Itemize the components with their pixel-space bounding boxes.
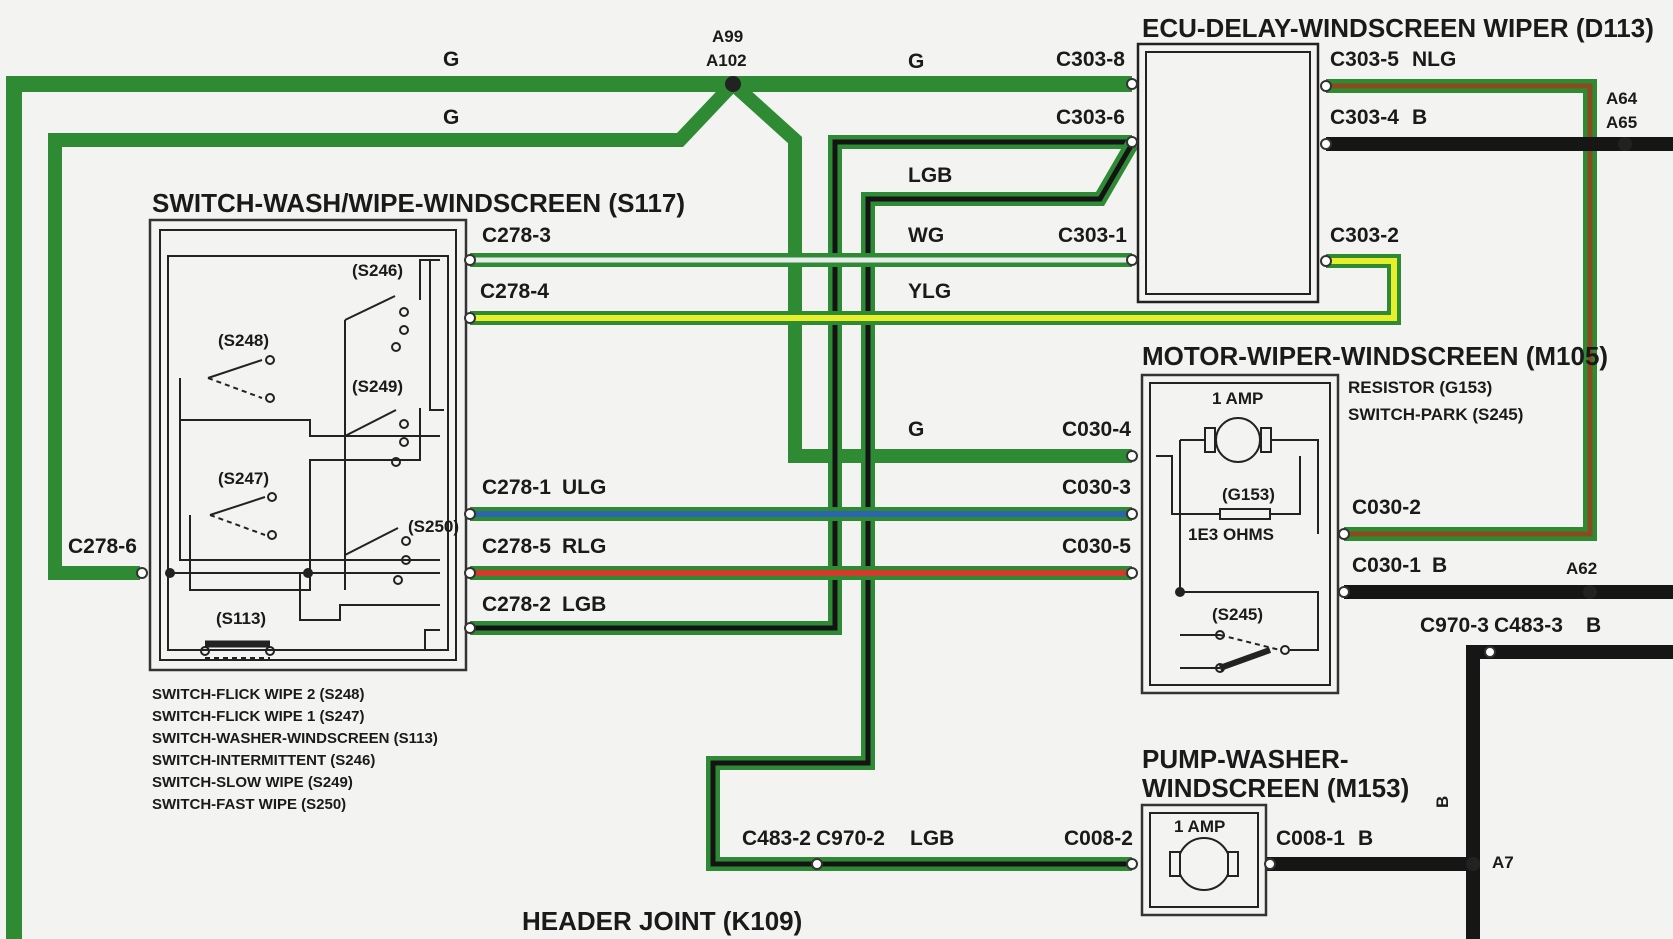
conn-c008-1: C008-1 bbox=[1276, 827, 1345, 850]
splice-a7: A7 bbox=[1492, 853, 1514, 872]
conn-c030-1: C030-1 bbox=[1352, 554, 1421, 577]
conn-c030-5: C030-5 bbox=[1062, 535, 1131, 558]
wire-code-ulg: ULG bbox=[562, 476, 606, 499]
conn-c278-6: C278-6 bbox=[68, 535, 137, 558]
motor-rating: 1 AMP bbox=[1212, 389, 1263, 408]
header-title: HEADER JOINT (K109) bbox=[522, 906, 802, 936]
wire-nlg bbox=[1326, 79, 1597, 541]
conn-c303-1: C303-1 bbox=[1058, 224, 1127, 247]
switch-internals bbox=[170, 259, 444, 659]
label-s249: (S249) bbox=[352, 377, 403, 396]
pump-title-2: WINDSCREEN (M153) bbox=[1142, 773, 1409, 803]
splice-dots bbox=[725, 76, 1632, 871]
conn-c278-4: C278-4 bbox=[480, 280, 549, 303]
ecu-box bbox=[1136, 42, 1320, 304]
wire-code-lgb-ecu: LGB bbox=[908, 164, 952, 187]
wire-code-rlg: RLG bbox=[562, 535, 606, 558]
wire-code-g-1: G bbox=[443, 48, 459, 71]
splice-a65: A65 bbox=[1606, 113, 1637, 132]
wire-nlg-core bbox=[1326, 83, 1593, 537]
wire-code-b-2: B bbox=[1432, 554, 1447, 577]
wire-code-b-vertical: B bbox=[1433, 796, 1452, 808]
wire-code-lgb-switch: LGB bbox=[562, 593, 606, 616]
wire-ylg-core bbox=[470, 258, 1397, 321]
legend-item: SWITCH-SLOW WIPE (S249) bbox=[152, 774, 353, 791]
conn-c030-4: C030-4 bbox=[1062, 418, 1131, 441]
wire-code-wg: WG bbox=[908, 224, 944, 247]
motor-title: MOTOR-WIPER-WINDSCREEN (M105) bbox=[1142, 341, 1608, 371]
wire-code-b-3: B bbox=[1586, 614, 1601, 637]
wire-code-g-2: G bbox=[443, 106, 459, 129]
motor-sub-resistor: RESISTOR (G153) bbox=[1348, 378, 1492, 397]
label-s248: (S248) bbox=[218, 331, 269, 350]
wire-g-motor bbox=[728, 78, 1132, 463]
wire-b-c970-3 bbox=[1466, 645, 1673, 939]
pump-title-1: PUMP-WASHER- bbox=[1142, 744, 1349, 774]
conn-c970-3: C970-3 bbox=[1420, 614, 1489, 637]
wire-code-lgb-pump: LGB bbox=[910, 827, 954, 850]
conn-c030-2: C030-2 bbox=[1352, 496, 1421, 519]
wash-wipe-switch bbox=[148, 218, 468, 672]
label-s247: (S247) bbox=[218, 469, 269, 488]
label-s113: (S113) bbox=[216, 609, 266, 628]
washer-pump bbox=[1140, 803, 1268, 917]
wire-lgb-pump bbox=[706, 140, 1139, 871]
wire-g-main bbox=[6, 76, 1132, 939]
conn-c303-2: C303-2 bbox=[1330, 224, 1399, 247]
wire-g-second bbox=[48, 79, 739, 580]
conn-c303-8: C303-8 bbox=[1056, 48, 1125, 71]
conn-c483-3: C483-3 bbox=[1494, 614, 1563, 637]
conn-c278-2: C278-2 bbox=[482, 593, 551, 616]
splice-a99: A99 bbox=[712, 27, 743, 46]
legend-item: SWITCH-FAST WIPE (S250) bbox=[152, 796, 346, 813]
wire-code-g-3: G bbox=[908, 50, 924, 73]
conn-c970-2: C970-2 bbox=[816, 827, 885, 850]
legend-item: SWITCH-FLICK WIPE 2 (S248) bbox=[152, 686, 365, 703]
ecu-title: ECU-DELAY-WINDSCREEN WIPER (D113) bbox=[1142, 13, 1654, 43]
ecu-delay-module bbox=[1136, 42, 1320, 304]
conn-c303-5: C303-5 bbox=[1330, 48, 1399, 71]
terminals bbox=[136, 78, 1496, 870]
legend-item: SWITCH-FLICK WIPE 1 (S247) bbox=[152, 708, 365, 725]
conn-c278-3: C278-3 bbox=[482, 224, 551, 247]
legend-item: SWITCH-WASHER-WINDSCREEN (S113) bbox=[152, 730, 438, 747]
conn-c303-4: C303-4 bbox=[1330, 106, 1399, 129]
motor-sub-park: SWITCH-PARK (S245) bbox=[1348, 405, 1523, 424]
ohms-label: 1E3 OHMS bbox=[1188, 525, 1274, 544]
wire-code-g-4: G bbox=[908, 418, 924, 441]
label-s246: (S246) bbox=[352, 261, 403, 280]
conn-c030-3: C030-3 bbox=[1062, 476, 1131, 499]
pump-rating: 1 AMP bbox=[1174, 817, 1225, 836]
wire-lgb-pump-core bbox=[710, 142, 1135, 867]
conn-c278-1: C278-1 bbox=[482, 476, 551, 499]
label-s250: (S250) bbox=[408, 517, 459, 536]
switch-outer-box bbox=[148, 218, 468, 672]
splice-a64: A64 bbox=[1606, 89, 1638, 108]
wires bbox=[6, 76, 1673, 939]
park-switch-label: (S245) bbox=[1212, 605, 1263, 624]
labels: ECU-DELAY-WINDSCREEN WIPER (D113) SWITCH… bbox=[68, 13, 1654, 936]
conn-c483-2: C483-2 bbox=[742, 827, 811, 850]
wire-code-b-4: B bbox=[1358, 827, 1373, 850]
conn-c278-5: C278-5 bbox=[482, 535, 551, 558]
wire-lgb-ecu-core bbox=[470, 139, 1132, 631]
pump-outer-box bbox=[1140, 803, 1268, 917]
wiper-motor bbox=[1140, 373, 1340, 695]
wire-code-b-1: B bbox=[1412, 106, 1427, 129]
splice-a102: A102 bbox=[706, 51, 747, 70]
legend-item: SWITCH-INTERMITTENT (S246) bbox=[152, 752, 375, 769]
conn-c008-2: C008-2 bbox=[1064, 827, 1133, 850]
wire-code-nlg: NLG bbox=[1412, 48, 1456, 71]
wire-code-ylg: YLG bbox=[908, 280, 951, 303]
resistor-label: (G153) bbox=[1222, 485, 1275, 504]
switch-title: SWITCH-WASH/WIPE-WINDSCREEN (S117) bbox=[152, 188, 685, 218]
conn-c303-6: C303-6 bbox=[1056, 106, 1125, 129]
splice-a62: A62 bbox=[1566, 559, 1597, 578]
